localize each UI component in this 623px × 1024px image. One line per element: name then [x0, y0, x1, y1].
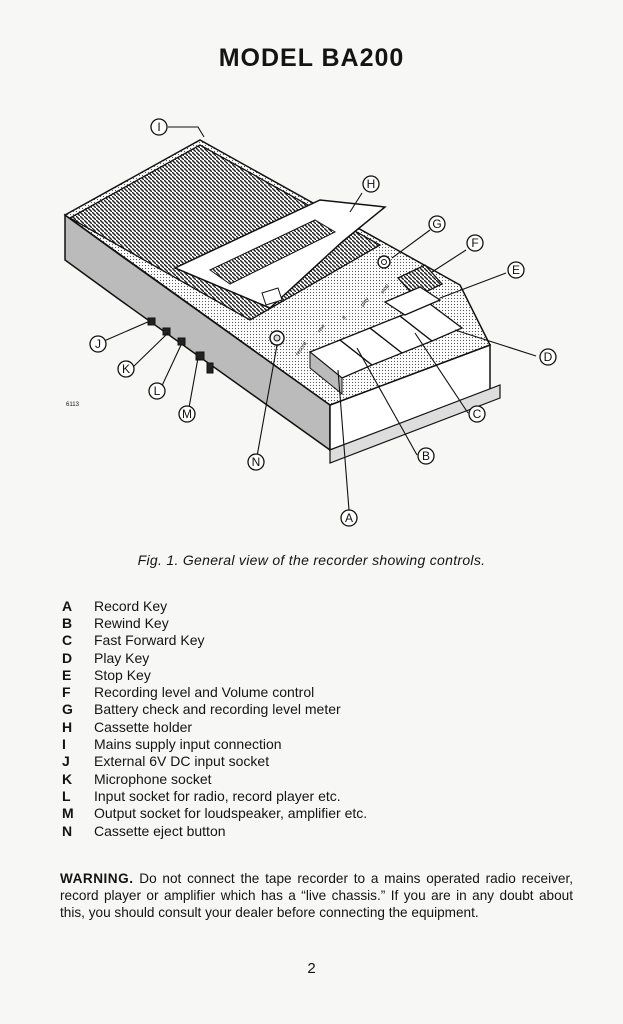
legend-desc: Cassette holder [94, 718, 193, 735]
svg-text:J: J [95, 337, 101, 351]
legend-desc: Record Key [94, 597, 168, 614]
legend-row-d: D Play Key [62, 649, 562, 666]
svg-text:F: F [471, 236, 478, 250]
callout-D: D [539, 348, 557, 366]
legend-key: L [62, 787, 71, 804]
callout-G: G [428, 215, 446, 233]
legend-key: H [62, 718, 73, 735]
legend-desc: Mains supply input connection [94, 736, 282, 753]
svg-text:E: E [512, 263, 520, 277]
page-title: MODEL BA200 [218, 44, 405, 72]
legend-row-k: K Microphone socket [62, 770, 562, 787]
callout-M: M [178, 405, 196, 423]
legend-row-j: J External 6V DC input socket [62, 753, 562, 770]
legend-desc: Rewind Key [94, 614, 169, 631]
svg-text:C: C [473, 407, 482, 421]
warning-paragraph: WARNING. Do not connect the tape recorde… [60, 870, 573, 921]
callout-B: B [417, 447, 435, 465]
legend-desc: Stop Key [94, 666, 151, 683]
legend-desc: Cassette eject button [94, 822, 226, 839]
callout-I: I [150, 118, 168, 136]
callout-F: F [466, 234, 484, 252]
legend-desc: Input socket for radio, record player et… [94, 787, 341, 804]
legend-key: B [62, 614, 73, 631]
legend-row-a: A Record Key [62, 597, 562, 614]
legend-key: M [62, 805, 74, 822]
cassette-holder-window [209, 219, 337, 285]
legend-key: K [62, 770, 73, 787]
legend-desc: Fast Forward Key [94, 632, 205, 649]
controls-legend: A Record Key B Rewind Key C Fast Forward Ke… [62, 597, 562, 839]
volume-wheel [396, 264, 444, 298]
callout-A: A [340, 509, 358, 527]
legend-key: I [62, 736, 66, 753]
legend-row-g: G Battery check and recording level meter [62, 701, 562, 718]
legend-key: E [62, 666, 72, 683]
legend-row-f: F Recording level and Volume control [62, 683, 562, 700]
legend-desc: Recording level and Volume control [94, 684, 315, 701]
legend-key: D [62, 649, 73, 666]
legend-row-l: L Input socket for radio, record player e… [62, 787, 562, 804]
legend-row-n: N Cassette eject button [62, 822, 562, 839]
warning-text: Do not connect the tape recorder to a ma… [60, 871, 574, 920]
svg-text:M: M [182, 407, 192, 421]
panel-label-play: play [360, 296, 371, 308]
legend-row-h: H Cassette holder [62, 718, 562, 735]
callout-L: L [148, 382, 166, 400]
svg-text:K: K [122, 362, 130, 376]
legend-key: A [62, 597, 73, 614]
svg-text:I: I [157, 120, 160, 134]
panel-label-ff: ff [342, 315, 349, 321]
legend-key: C [62, 632, 73, 649]
legend-row-i: I Mains supply input connection [62, 735, 562, 752]
svg-text:A: A [345, 511, 353, 525]
recorder-illustration: record rew ff play stop A B C D E F G H [63, 118, 557, 527]
figure-caption: Fig. 1. General view of the recorder sho… [137, 552, 486, 568]
figure-code: 6113 [66, 402, 80, 408]
panel-label-stop: stop [380, 283, 391, 295]
legend-row-c: C Fast Forward Key [62, 632, 562, 649]
svg-text:B: B [422, 449, 430, 463]
warning-heading: WARNING. [60, 871, 134, 886]
svg-text:G: G [432, 217, 441, 231]
legend-desc: Output socket for loudspeaker, amplifier… [94, 805, 368, 822]
legend-desc: Battery check and recording level meter [94, 701, 341, 718]
legend-row-m: M Output socket for loudspeaker, amplifie… [62, 805, 562, 822]
legend-key: N [62, 822, 73, 839]
legend-key: G [62, 701, 73, 718]
svg-text:N: N [252, 455, 261, 469]
legend-desc: Play Key [94, 649, 150, 666]
panel-label-rew: rew [317, 323, 327, 334]
svg-text:H: H [367, 177, 376, 191]
legend-desc: External 6V DC input socket [94, 753, 270, 770]
callout-H: H [362, 175, 380, 193]
callout-J: J [89, 335, 107, 353]
legend-row-e: E Stop Key [62, 666, 562, 683]
legend-desc: Microphone socket [94, 770, 212, 787]
callout-C: C [468, 405, 486, 423]
svg-text:L: L [154, 384, 161, 398]
legend-key: F [62, 684, 71, 701]
callout-N: N [247, 453, 265, 471]
svg-text:D: D [544, 350, 553, 364]
callout-K: K [117, 360, 135, 378]
page-number: 2 [307, 960, 316, 977]
callout-E: E [507, 261, 525, 279]
legend-key: J [62, 753, 70, 770]
legend-row-b: B Rewind Key [62, 614, 562, 631]
